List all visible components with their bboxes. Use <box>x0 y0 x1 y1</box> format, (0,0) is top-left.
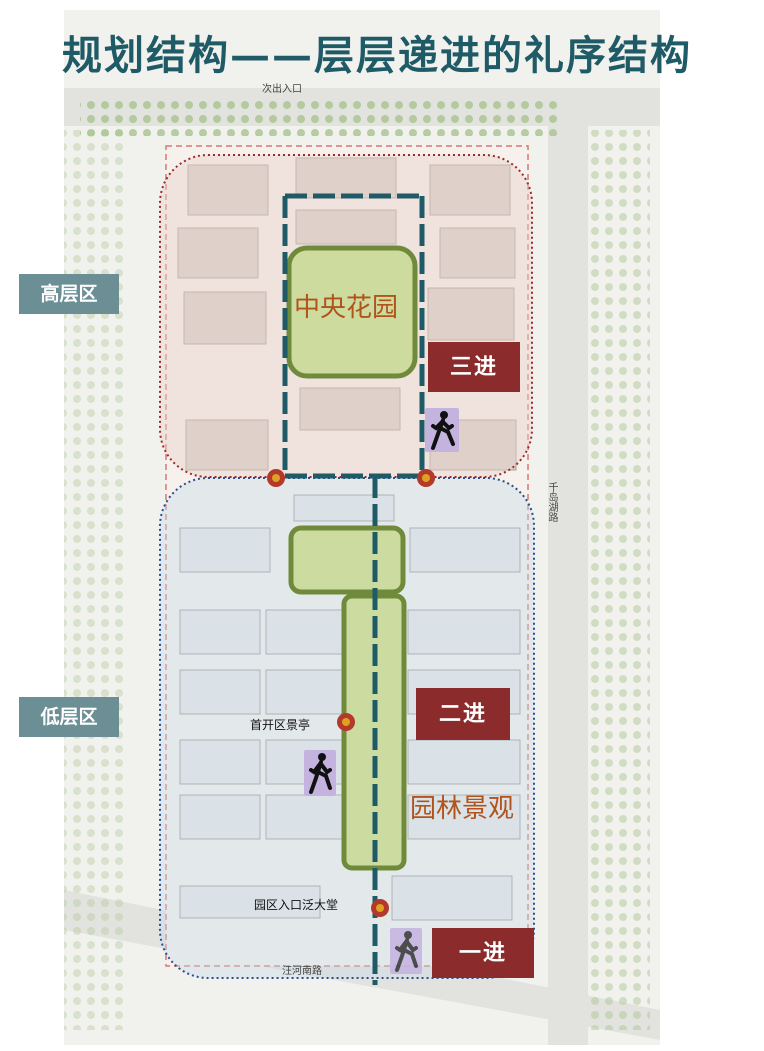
pedestrian-icon <box>304 750 336 796</box>
pedestrian-icon <box>425 408 459 452</box>
central-garden-label: 中央花园 <box>294 293 399 323</box>
page-title: 规划结构——层层递进的礼序结构 <box>62 32 692 79</box>
entrance-hall-label: 园区入口泛大堂 <box>254 898 339 912</box>
second-step-badge: 二进 <box>416 688 510 740</box>
high-rise-zone-label: 高层区 <box>19 274 119 314</box>
pedestrian-icon <box>390 928 422 974</box>
landscape-garden-label: 园林景观 <box>410 794 515 824</box>
pavilion-label: 首开区景亭 <box>250 718 311 732</box>
east-road-label: 千岛湖路 <box>546 482 557 522</box>
third-step-badge: 三进 <box>428 342 520 392</box>
secondary-entrance-label: 次出入口 <box>262 84 302 95</box>
low-rise-zone-label: 低层区 <box>19 697 119 737</box>
first-step-badge: 一进 <box>432 928 534 978</box>
south-road-label: 汪河南路 <box>282 966 322 977</box>
